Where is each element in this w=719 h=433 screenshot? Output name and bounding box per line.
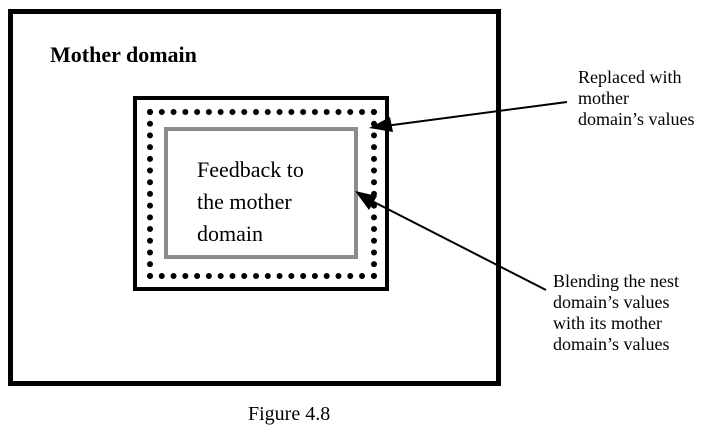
replaced-line-3: domain’s values — [578, 109, 695, 129]
mother-domain-title: Mother domain — [50, 42, 197, 67]
replaced-line-1: Replaced with — [578, 67, 682, 87]
feedback-line-3: domain — [197, 221, 263, 246]
blending-line-4: domain’s values — [553, 334, 670, 354]
blending-line-2: domain’s values — [553, 292, 670, 312]
replaced-annotation: Replaced with mother domain’s values — [578, 67, 694, 130]
replaced-line-2: mother — [578, 88, 629, 108]
nest-domain-outer-boundary — [133, 96, 389, 291]
feedback-line-2: the mother — [197, 189, 292, 214]
feedback-label: Feedback to the mother domain — [197, 154, 304, 250]
mother-domain-box — [8, 9, 501, 386]
feedback-line-1: Feedback to — [197, 157, 304, 182]
blending-line-3: with its mother — [553, 313, 662, 333]
blending-line-1: Blending the nest — [553, 271, 679, 291]
figure-caption: Figure 4.8 — [248, 403, 331, 425]
blending-annotation: Blending the nest domain’s values with i… — [553, 271, 679, 355]
